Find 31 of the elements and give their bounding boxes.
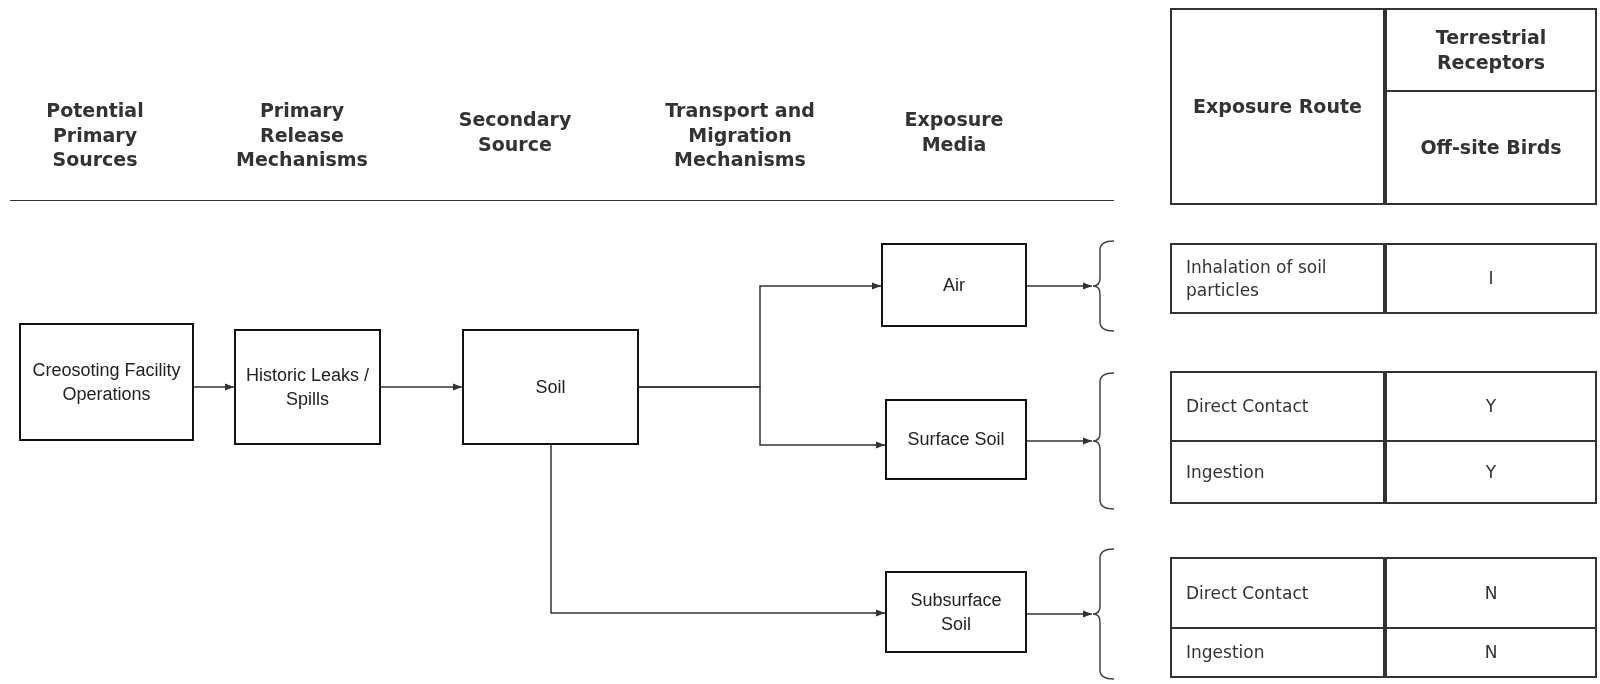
table-cell: N <box>1385 627 1597 678</box>
process-box: Subsurface Soil <box>885 571 1027 653</box>
table-cell: Inhalation of soil particles <box>1170 243 1385 314</box>
column-heading: Transport and Migration Mechanisms <box>664 97 816 173</box>
table-cell: Y <box>1385 371 1597 442</box>
table-cell: Ingestion <box>1170 440 1385 504</box>
arrow <box>1026 282 1093 290</box>
arrow <box>380 383 463 391</box>
process-box: Surface Soil <box>885 399 1027 480</box>
arrow <box>550 444 886 617</box>
table-cell: Direct Contact <box>1170 371 1385 442</box>
table-header-cell: Terrestrial Receptors <box>1385 8 1597 92</box>
table-cell: Y <box>1385 440 1597 504</box>
arrow <box>1026 610 1093 618</box>
arrow <box>638 386 886 449</box>
table-cell: Direct Contact <box>1170 557 1385 629</box>
column-heading: Primary Release Mechanisms <box>235 97 369 173</box>
process-box: Soil <box>462 329 639 445</box>
table-cell: N <box>1385 557 1597 629</box>
arrow <box>1026 437 1093 445</box>
table-header-cell: Off-site Birds <box>1385 90 1597 205</box>
column-heading: Exposure Media <box>903 107 1005 157</box>
table-header-cell: Exposure Route <box>1170 8 1385 205</box>
process-box: Creosoting Facility Operations <box>19 323 194 441</box>
table-cell: Ingestion <box>1170 627 1385 678</box>
process-box: Air <box>881 243 1027 327</box>
column-heading: Potential Primary Sources <box>45 97 145 173</box>
table-cell: I <box>1385 243 1597 314</box>
column-heading: Secondary Source <box>457 107 573 157</box>
arrow <box>193 383 235 391</box>
process-box: Historic Leaks / Spills <box>234 329 381 445</box>
